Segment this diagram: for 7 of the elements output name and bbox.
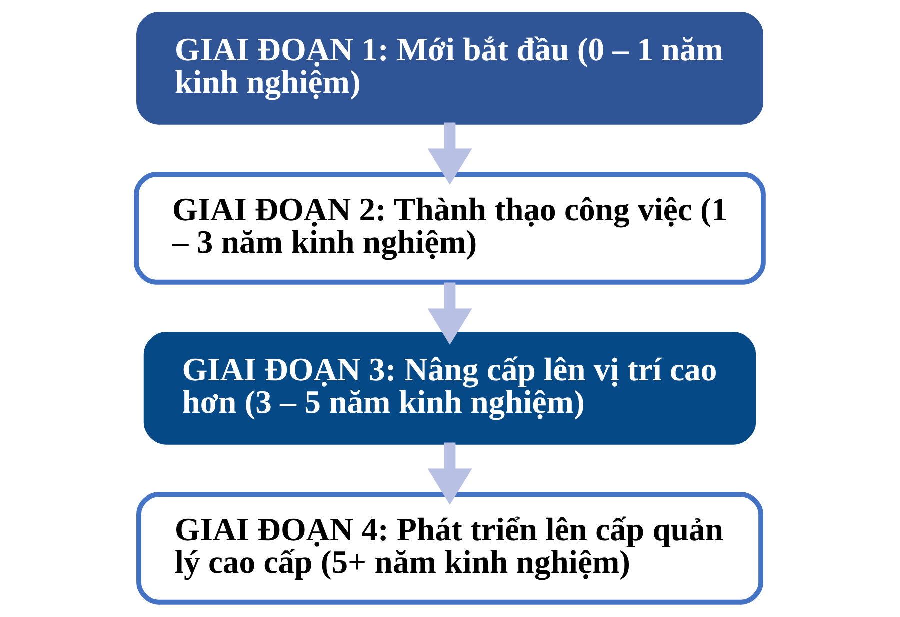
node-box: GIAI ĐOẠN 2: Thành thạo công việc (1 – 3 năm kinh nghiệm): [134, 172, 766, 285]
node-box: GIAI ĐOẠN 1: Mới bắt đầu (0 – 1 năm kinh nghiệm): [136, 12, 764, 125]
node-box: GIAI ĐOẠN 4: Phát triển lên cấp quản lý cao cấp (5+ năm kinh nghiệm): [136, 492, 764, 605]
arrow: [428, 122, 472, 186]
node-box: GIAI ĐOẠN 3: Nâng cấp lên vị trí cao hơn (3 – 5 năm kinh nghiệm): [144, 332, 756, 445]
arrow: [428, 282, 472, 346]
arrow: [428, 442, 472, 506]
